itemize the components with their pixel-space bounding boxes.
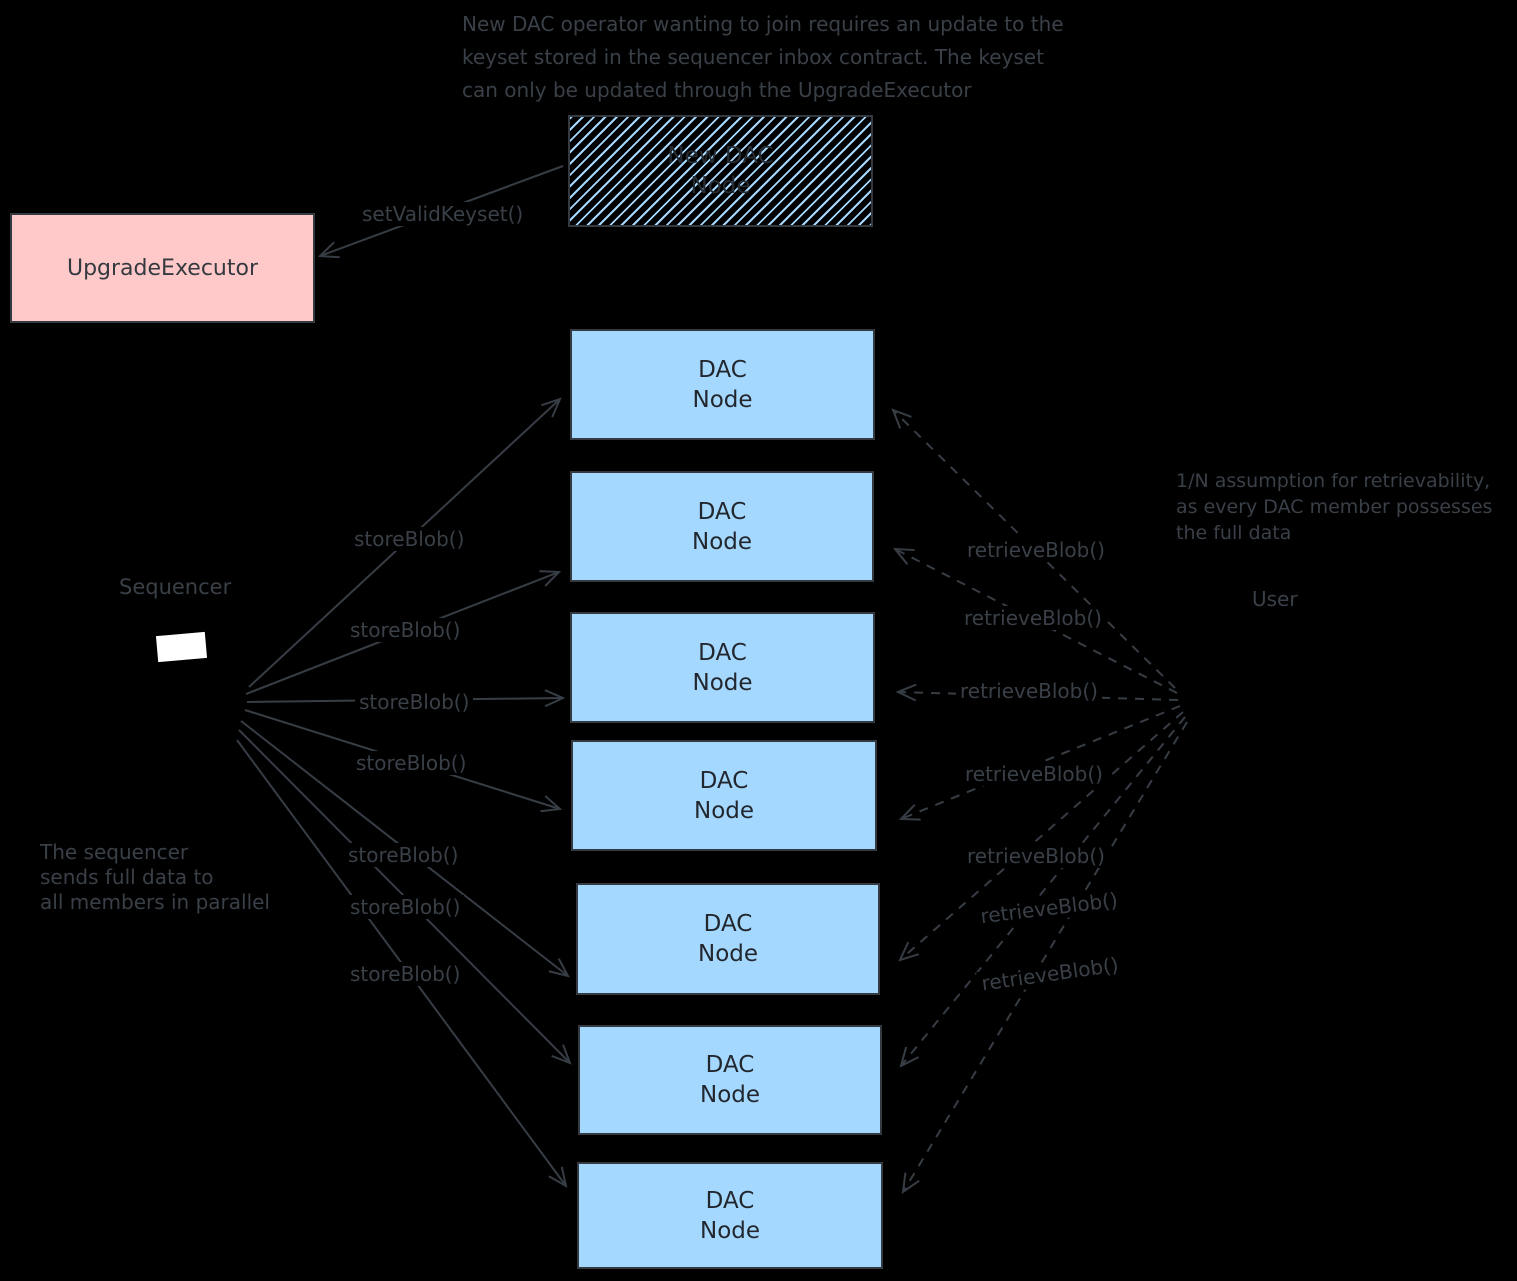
sequencer-label: Sequencer (119, 575, 232, 599)
retrieve-blob-arrow-5 (900, 711, 1184, 960)
store-blob-label-3: storeBlob() (355, 690, 474, 714)
keyset-note: New DAC operator wanting to join require… (462, 12, 1064, 102)
retrieve-blob-arrow-6 (901, 716, 1186, 1066)
store-blob-label-6: storeBlob() (346, 895, 465, 919)
dac-node-box-1: DAC Node (570, 329, 875, 440)
upgrade-executor-box: UpgradeExecutor (10, 213, 315, 323)
parallel-note: The sequencer sends full data to all mem… (40, 840, 270, 914)
store-blob-label-1: storeBlob() (350, 527, 469, 551)
store-blob-label-7: storeBlob() (346, 962, 465, 986)
new-dac-node-box: New DAC Node (568, 115, 873, 227)
set-valid-keyset-label: setValidKeyset() (358, 202, 528, 226)
retrievability-note: 1/N assumption for retrievability, as ev… (1176, 470, 1493, 544)
store-blob-label-4: storeBlob() (352, 751, 471, 775)
retrieve-blob-arrow-7 (903, 721, 1188, 1192)
retrieve-blob-label-2: retrieveBlob() (960, 606, 1106, 630)
dac-node-box-6: DAC Node (578, 1025, 882, 1135)
retrieve-blob-label-4: retrieveBlob() (961, 762, 1107, 786)
retrieve-blob-arrow-1 (893, 410, 1176, 689)
retrieve-blob-label-5: retrieveBlob() (963, 844, 1109, 868)
retrieve-blob-label-1: retrieveBlob() (963, 538, 1109, 562)
dac-node-box-4: DAC Node (571, 740, 877, 851)
dac-node-box-5: DAC Node (576, 883, 880, 995)
user-label: User (1252, 587, 1298, 611)
store-blob-label-2: storeBlob() (346, 618, 465, 642)
sequencer-laptop-screen-icon (155, 631, 208, 663)
retrieve-blob-label-3: retrieveBlob() (956, 679, 1102, 703)
dac-node-box-2: DAC Node (570, 471, 874, 582)
store-blob-label-5: storeBlob() (344, 843, 463, 867)
dac-node-box-3: DAC Node (570, 612, 875, 723)
dac-node-box-7: DAC Node (577, 1162, 883, 1269)
